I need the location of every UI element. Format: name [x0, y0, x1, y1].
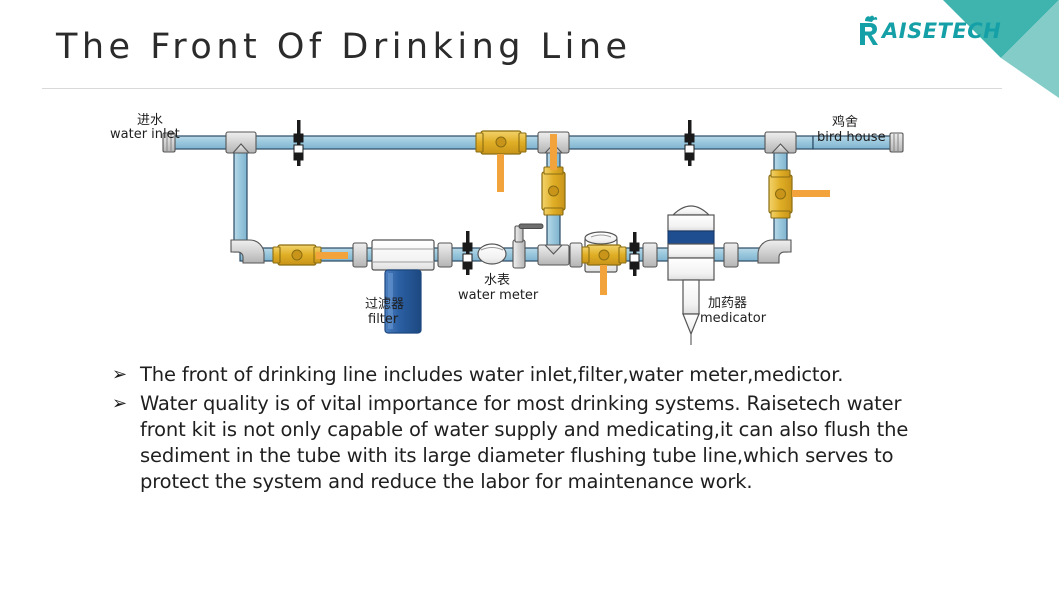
bullet-text-1: The front of drinking line includes wate…: [140, 363, 844, 386]
bullet-item-1: ➢ The front of drinking line includes wa…: [112, 362, 912, 388]
air-vent-rod-4: [629, 232, 640, 276]
label-water-inlet-cn: 进水: [137, 113, 163, 128]
union-fitting-5: [723, 242, 739, 268]
bullet-arrow-icon: ➢: [112, 364, 128, 385]
tee-fitting-right-top: [764, 131, 797, 154]
slide-header: The Front Of Drinking Line AISETECH: [0, 0, 1059, 98]
label-filter-cn: 过滤器: [365, 297, 404, 312]
label-water-meter-cn: 水表: [484, 273, 510, 288]
tee-fitting-middle-bottom: [537, 244, 570, 266]
outlet-cap: [889, 132, 904, 153]
label-medicator-cn: 加药器: [708, 296, 747, 311]
rooster-r-icon: [860, 15, 878, 45]
ball-valve-top-1[interactable]: [475, 130, 527, 192]
drinking-line-diagram: 进水 water inlet 鸡舍 bird house 过滤器 filter …: [110, 112, 910, 347]
label-water-meter-en: water meter: [458, 288, 539, 303]
inlet-cap: [162, 132, 176, 153]
label-filter-en: filter: [368, 312, 399, 327]
union-fitting-1: [352, 242, 368, 268]
title-divider: [42, 88, 1002, 89]
union-fitting-2: [437, 242, 453, 268]
drinking-line-svg: 进水 water inlet 鸡舍 bird house 过滤器 filter …: [110, 113, 904, 345]
check-valve-bulb: [477, 243, 507, 265]
label-medicator-en: medicator: [700, 311, 767, 326]
ball-valve-right-riser[interactable]: [768, 169, 830, 219]
ball-valve-middle-riser[interactable]: [541, 134, 566, 216]
elbow-bottom-right: [757, 239, 792, 264]
tee-fitting-left: [225, 131, 257, 154]
air-vent-rod-2: [684, 120, 695, 166]
bullet-item-2: ➢ Water quality is of vital importance f…: [112, 391, 912, 495]
elbow-bottom-left: [230, 239, 265, 264]
label-bird-house-en: bird house: [817, 130, 886, 145]
union-fitting-4: [642, 242, 658, 268]
water-filter: [371, 239, 435, 334]
medicator-device: [667, 205, 715, 345]
bullet-arrow-icon: ➢: [112, 393, 128, 414]
ball-valve-bottom-1[interactable]: [272, 244, 348, 266]
label-water-inlet-en: water inlet: [110, 127, 180, 142]
brand-logo: AISETECH: [856, 14, 1001, 48]
page-title: The Front Of Drinking Line: [56, 27, 632, 67]
corner-decoration: [943, 0, 1059, 98]
label-bird-house-cn: 鸡舍: [832, 114, 858, 130]
lever-valve[interactable]: [512, 223, 544, 269]
air-vent-rod-3: [462, 231, 473, 275]
union-fitting-3: [569, 242, 583, 268]
ball-valve-bottom-2[interactable]: [581, 244, 627, 295]
logo-wordmark: AISETECH: [882, 18, 1002, 43]
air-vent-rod-1: [293, 120, 304, 166]
bullet-text-2: Water quality is of vital importance for…: [140, 392, 909, 493]
bullet-list: ➢ The front of drinking line includes wa…: [112, 362, 912, 498]
